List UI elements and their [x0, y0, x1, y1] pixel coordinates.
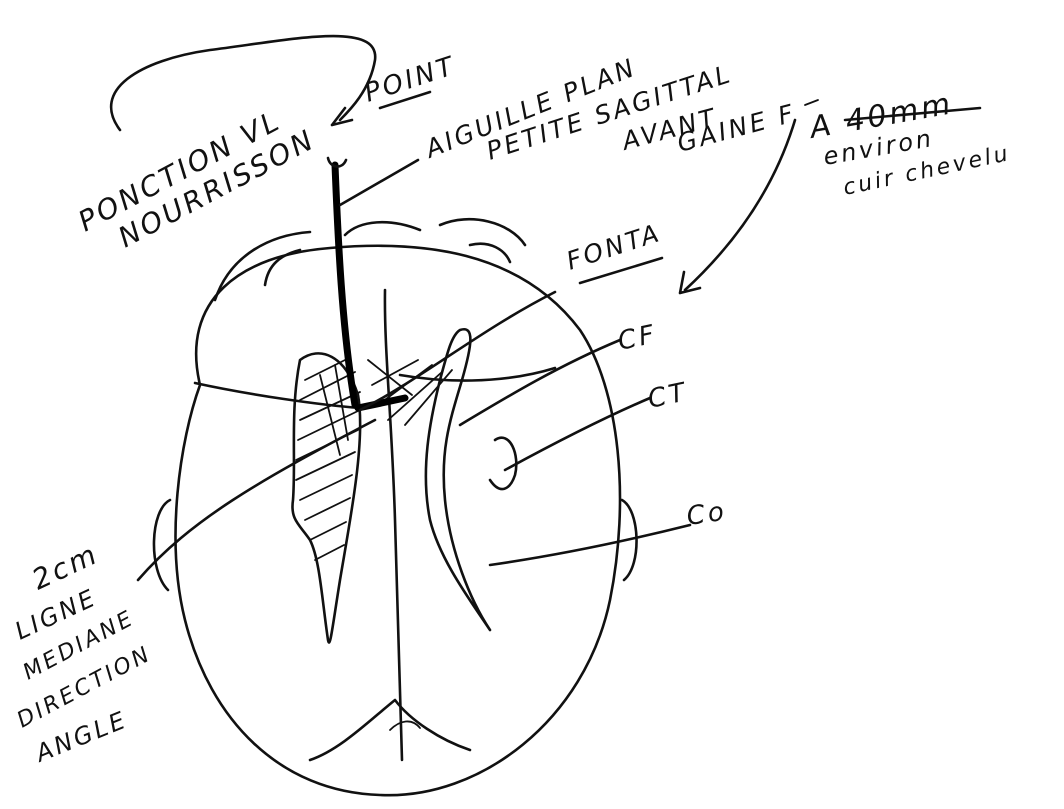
- leader-co: [490, 525, 690, 565]
- right-ventricle: [426, 329, 490, 630]
- left-ear: [154, 500, 170, 590]
- side-line1: 2cm: [27, 537, 104, 596]
- coronal-line-right: [400, 368, 555, 381]
- right-temporal-horn: [490, 438, 516, 489]
- ct-label: CT: [645, 377, 690, 415]
- co-label: Co: [685, 497, 729, 532]
- occipital-detail: [390, 721, 420, 730]
- scalp-contour-right: [440, 219, 525, 245]
- leader-side-label: [138, 420, 375, 580]
- ventricle-hatching: [296, 360, 452, 560]
- midline: [385, 290, 402, 760]
- dash-near-f: [805, 100, 818, 105]
- top-bump: [345, 222, 420, 235]
- fontanelle-label: FONTA: [563, 218, 665, 276]
- leader-ct: [505, 398, 650, 470]
- leader-cf: [460, 340, 620, 425]
- skull-outline: [176, 246, 620, 795]
- arrow-to-point: [111, 36, 375, 130]
- leader-needle: [340, 160, 418, 205]
- cf-label: CF: [615, 319, 659, 356]
- arrowhead-depth: [680, 272, 700, 293]
- scalp-contour-left: [215, 232, 310, 300]
